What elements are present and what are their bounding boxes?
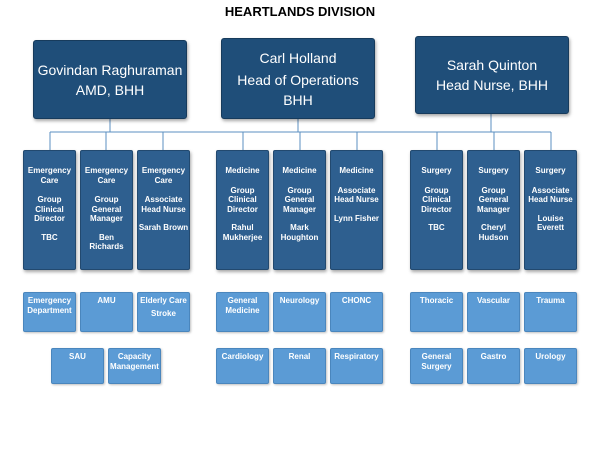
manager-name: Lynn Fisher <box>333 213 380 223</box>
unit-box-sau: SAU <box>51 348 104 384</box>
manager-box-medicine-gcd: Medicine Group Clinical Director Rahul M… <box>216 150 269 270</box>
unit-box-renal: Renal <box>273 348 326 384</box>
unit-label: Gastro <box>480 352 507 361</box>
unit-label-secondary: Stroke <box>151 309 176 318</box>
leader-role: AMD, BHH <box>75 81 145 98</box>
unit-label: Cardiology <box>221 352 264 361</box>
leader-box-carl-holland: Carl Holland Head of Operations BHH <box>221 38 375 119</box>
unit-label: Renal <box>288 352 311 361</box>
leader-name: Sarah Quinton <box>446 57 538 73</box>
leader-role: Head Nurse, BHH <box>435 77 549 93</box>
unit-label: Urology <box>535 352 566 361</box>
manager-name: Rahul Mukherjee <box>222 223 263 242</box>
unit-box-vascular: Vascular <box>467 292 520 332</box>
manager-box-emergency-ggm: Emergency Care Group General Manager Ben… <box>80 150 133 270</box>
unit-label: Neurology <box>279 296 320 305</box>
leader-box-sarah-quinton: Sarah Quinton Head Nurse, BHH <box>415 36 569 114</box>
manager-name: TBC <box>41 232 58 242</box>
unit-label: Trauma <box>536 296 565 305</box>
manager-name: Sarah Brown <box>138 223 189 232</box>
manager-name: Cheryl Hudson <box>478 223 509 242</box>
unit-box-gastro: Gastro <box>467 348 520 384</box>
manager-dept: Emergency Care <box>141 166 186 185</box>
manager-role: Group General Manager <box>283 185 316 214</box>
leader-box-govindan-raghuraman: Govindan Raghuraman AMD, BHH <box>33 40 187 119</box>
unit-box-neurology: Neurology <box>273 292 326 332</box>
unit-box-respiratory: Respiratory <box>330 348 383 384</box>
unit-box-trauma: Trauma <box>524 292 577 332</box>
manager-dept: Surgery <box>478 166 509 175</box>
manager-dept: Medicine <box>225 166 260 175</box>
unit-label: Respiratory <box>334 352 379 361</box>
manager-dept: Medicine <box>339 166 374 175</box>
chart-title: HEARTLANDS DIVISION <box>224 4 376 19</box>
manager-name: TBC <box>428 223 445 232</box>
leader-role: Head of Operations <box>237 71 359 88</box>
manager-role: Associate Head Nurse <box>528 185 573 205</box>
manager-box-emergency-ahn: Emergency Care Associate Head Nurse Sara… <box>137 150 190 270</box>
unit-label: Thoracic <box>419 296 454 305</box>
manager-box-surgery-gcd: Surgery Group Clinical Director TBC <box>410 150 463 270</box>
manager-role: Group General Manager <box>477 185 510 214</box>
manager-box-emergency-gcd: Emergency Care Group Clinical Director T… <box>23 150 76 270</box>
unit-box-general-medicine: General Medicine <box>216 292 269 332</box>
unit-label: CHONC <box>341 296 372 305</box>
manager-role: Group Clinical Director <box>421 185 452 214</box>
unit-label: Capacity Management <box>110 352 159 371</box>
manager-dept: Emergency Care <box>27 166 72 185</box>
manager-role: Group Clinical Director <box>227 185 258 214</box>
manager-role: Associate Head Nurse <box>141 195 186 214</box>
unit-box-general-surgery: General Surgery <box>410 348 463 384</box>
unit-label: Emergency Department <box>27 296 72 315</box>
unit-label: SAU <box>69 352 86 361</box>
manager-name: Mark Houghton <box>280 223 319 242</box>
unit-box-urology: Urology <box>524 348 577 384</box>
manager-role: Group Clinical Director <box>34 195 65 223</box>
unit-label: General Medicine <box>225 296 260 315</box>
manager-box-medicine-ahn: Medicine Associate Head Nurse Lynn Fishe… <box>330 150 383 270</box>
unit-label: Vascular <box>477 296 510 305</box>
manager-role: Associate Head Nurse <box>334 185 379 205</box>
manager-name: Ben Richards <box>89 232 124 252</box>
unit-box-elderly-care-stroke: Elderly Care Stroke <box>137 292 190 332</box>
manager-box-surgery-ggm: Surgery Group General Manager Cheryl Hud… <box>467 150 520 270</box>
leader-name: Carl Holland <box>259 49 337 66</box>
unit-box-amu: AMU <box>80 292 133 332</box>
unit-box-capacity-management: Capacity Management <box>108 348 161 384</box>
manager-dept: Emergency Care <box>84 166 129 185</box>
unit-box-cardiology: Cardiology <box>216 348 269 384</box>
manager-dept: Surgery <box>421 166 452 175</box>
leader-name: Govindan Raghuraman <box>37 61 183 78</box>
unit-box-thoracic: Thoracic <box>410 292 463 332</box>
unit-box-chonc: CHONC <box>330 292 383 332</box>
unit-label: AMU <box>97 296 116 305</box>
leader-role-location: BHH <box>283 91 313 108</box>
manager-dept: Medicine <box>282 166 317 175</box>
unit-label: General Surgery <box>421 352 452 371</box>
manager-dept: Surgery <box>535 166 566 175</box>
manager-role: Group General Manager <box>90 195 123 223</box>
manager-name: Louise Everett <box>536 213 565 233</box>
manager-box-medicine-ggm: Medicine Group General Manager Mark Houg… <box>273 150 326 270</box>
unit-label: Elderly Care <box>140 296 187 305</box>
unit-box-emergency-department: Emergency Department <box>23 292 76 332</box>
manager-box-surgery-ahn: Surgery Associate Head Nurse Louise Ever… <box>524 150 577 270</box>
